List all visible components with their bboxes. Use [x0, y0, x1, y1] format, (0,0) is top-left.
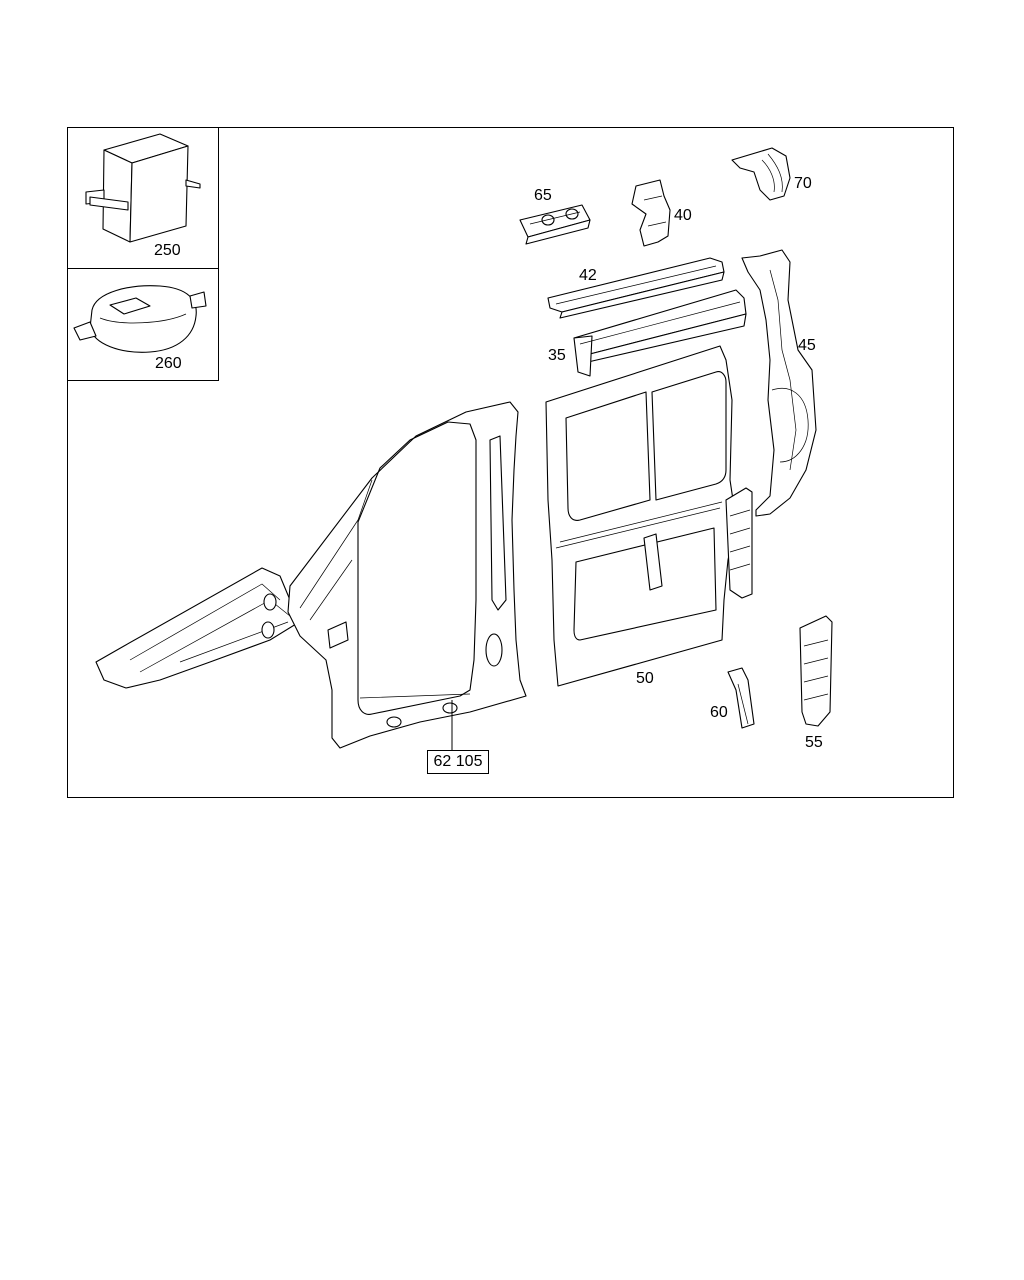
label-60: 60 [710, 704, 728, 721]
part-50-panel [545, 345, 737, 687]
reference-number-box: 62 105 [427, 750, 489, 774]
part-70-bracket [731, 147, 791, 201]
part-45-pillar [741, 249, 817, 517]
part-35-rail [573, 289, 747, 377]
part-55-strip [799, 615, 833, 727]
part-260-pad [73, 285, 207, 353]
label-70: 70 [794, 175, 812, 192]
part-62105-assembly [95, 401, 527, 750]
label-35: 35 [548, 347, 566, 364]
part-250-box [85, 133, 201, 243]
part-65-bracket [519, 204, 591, 245]
part-60-strip [727, 667, 755, 729]
part-50-ladder [725, 487, 753, 599]
label-40: 40 [674, 207, 692, 224]
label-260: 260 [155, 355, 182, 372]
label-55: 55 [805, 734, 823, 751]
label-250: 250 [154, 242, 181, 259]
label-50: 50 [636, 670, 654, 687]
part-42-rail [547, 257, 725, 319]
label-42: 42 [579, 267, 597, 284]
part-40-bracket [631, 179, 671, 247]
label-65: 65 [534, 187, 552, 204]
label-45: 45 [798, 337, 816, 354]
diagram-frame [67, 127, 954, 798]
inset-box-260 [67, 268, 219, 381]
